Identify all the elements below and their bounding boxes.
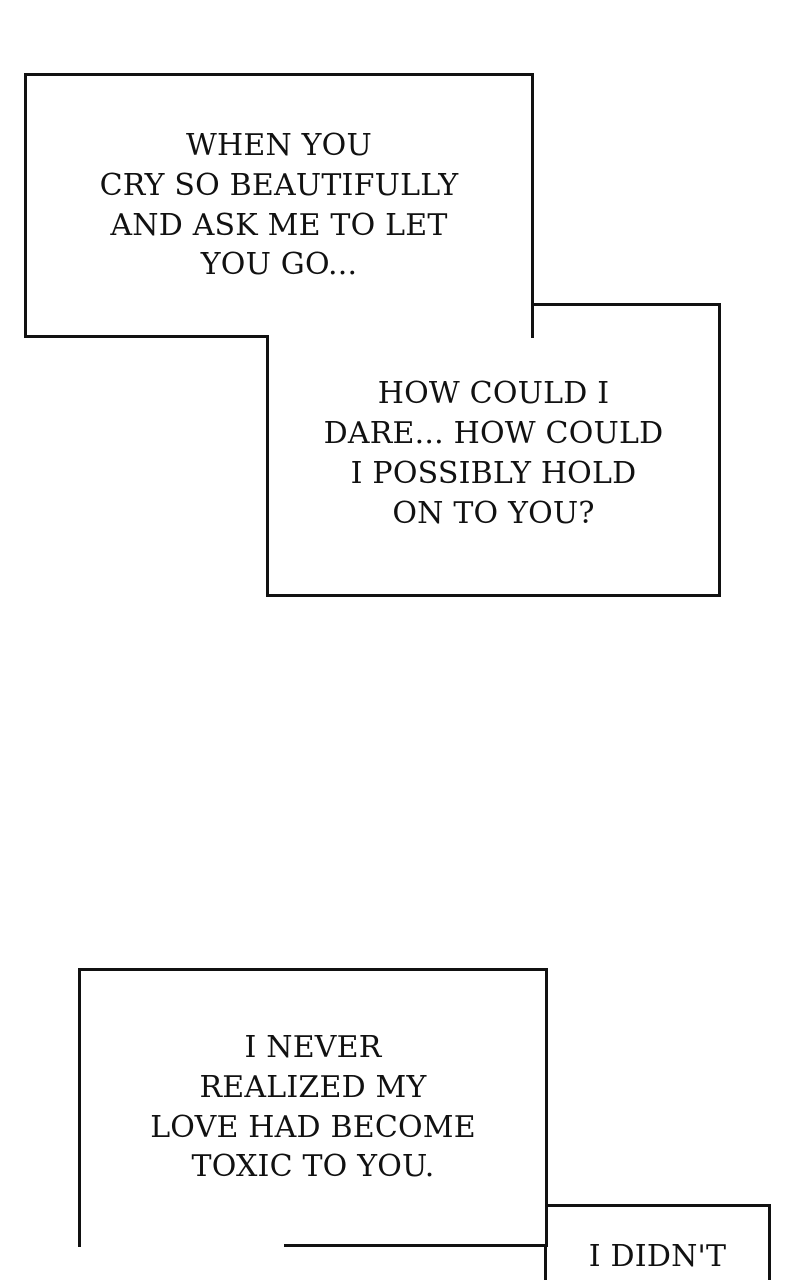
speech-bubble-3-text: I NEVER REALIZED MY LOVE HAD BECOME TOXI…: [150, 1029, 476, 1185]
speech-bubble-1: WHEN YOU CRY SO BEAUTIFULLY AND ASK ME T…: [24, 73, 534, 338]
bubble-seam-mask-1-2: [269, 300, 531, 341]
bubble-seam-mask-3-4: [81, 1241, 284, 1280]
speech-bubble-4-text: I DIDN'T: [588, 1239, 727, 1274]
speech-bubble-1-text: WHEN YOU CRY SO BEAUTIFULLY AND ASK ME T…: [99, 127, 459, 283]
speech-bubble-2-text: HOW COULD I DARE... HOW COULD I POSSIBLY…: [323, 376, 664, 531]
speech-bubble-3: I NEVER REALIZED MY LOVE HAD BECOME TOXI…: [78, 968, 548, 1247]
speech-bubble-2: HOW COULD I DARE... HOW COULD I POSSIBLY…: [266, 303, 721, 597]
speech-bubble-4: I DIDN'T: [544, 1204, 771, 1280]
